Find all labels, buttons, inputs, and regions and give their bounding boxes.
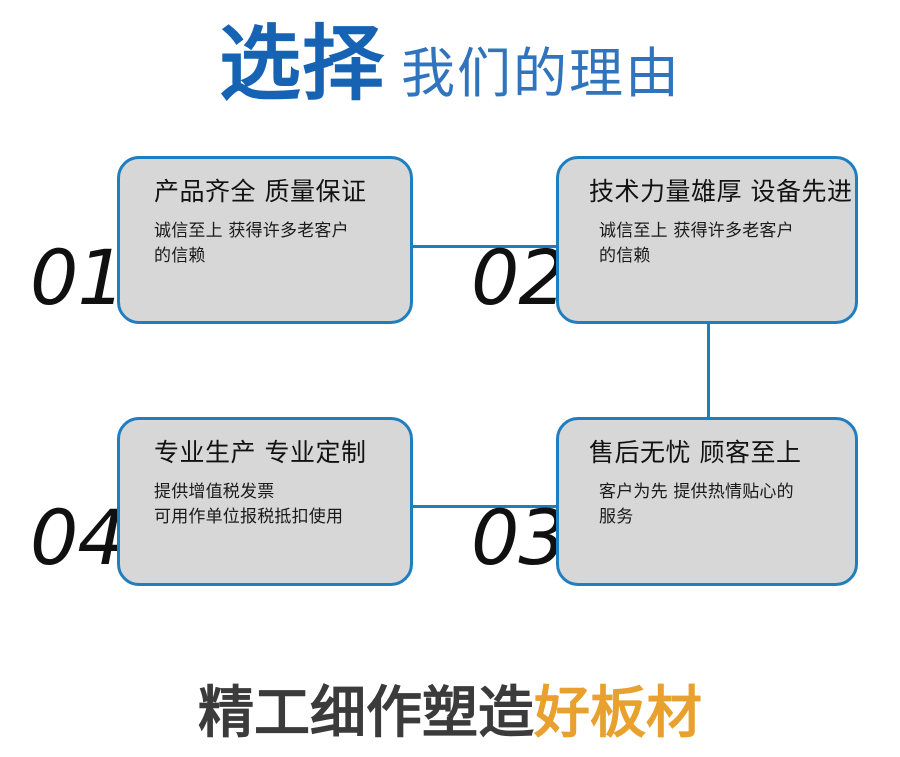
feature-card-title: 产品齐全 质量保证	[154, 177, 367, 206]
footer-slogan-accent: 好板材	[534, 681, 702, 746]
feature-card-03[interactable]: 售后无忧 顾客至上 客户为先 提供热情贴心的 服务	[556, 417, 858, 586]
feature-card-description-line: 可用作单位报税抵扣使用	[154, 506, 344, 527]
connector-card1-to-card2	[410, 245, 560, 248]
feature-card-description: 诚信至上 获得许多老客户 的信赖	[140, 219, 390, 268]
feature-card-description-line: 诚信至上 获得许多老客户	[599, 221, 794, 241]
feature-card-description: 提供增值税发票 可用作单位报税抵扣使用	[140, 480, 390, 529]
connector-card2-to-card3	[707, 322, 710, 420]
step-number-04: 04	[30, 493, 126, 582]
feature-card-title: 专业生产 专业定制	[154, 438, 367, 467]
footer-slogan-dark: 精工细作塑造	[198, 681, 534, 746]
step-number-02: 02	[471, 233, 567, 322]
step-number-01: 01	[30, 233, 126, 322]
feature-card-description: 客户为先 提供热情贴心的 服务	[579, 480, 835, 529]
connector-card3-to-card4	[410, 505, 560, 508]
feature-card-04[interactable]: 专业生产 专业定制 提供增值税发票 可用作单位报税抵扣使用	[117, 417, 413, 586]
feature-card-description-line: 诚信至上 获得许多老客户	[154, 221, 349, 241]
page-title-light: 我们的理由	[401, 44, 681, 104]
feature-card-02[interactable]: 技术力量雄厚 设备先进 诚信至上 获得许多老客户 的信赖	[556, 156, 858, 324]
feature-card-title: 售后无忧 顾客至上	[589, 438, 802, 467]
feature-card-description: 诚信至上 获得许多老客户 的信赖	[579, 219, 835, 268]
feature-card-01[interactable]: 产品齐全 质量保证 诚信至上 获得许多老客户 的信赖	[117, 156, 413, 324]
feature-card-description-line: 的信赖	[154, 245, 206, 266]
feature-card-description-line: 客户为先 提供热情贴心的	[599, 482, 794, 502]
feature-card-description-line: 提供增值税发票	[154, 482, 275, 502]
feature-card-title: 技术力量雄厚 设备先进	[589, 177, 853, 206]
page-header: 选择 我们的理由	[0, 24, 900, 124]
page-title-strong: 选择	[218, 17, 385, 112]
feature-card-description-line: 服务	[599, 506, 634, 527]
step-number-03: 03	[471, 493, 567, 582]
footer-slogan: 精工细作塑造好板材	[0, 668, 900, 749]
feature-card-description-line: 的信赖	[599, 245, 651, 266]
